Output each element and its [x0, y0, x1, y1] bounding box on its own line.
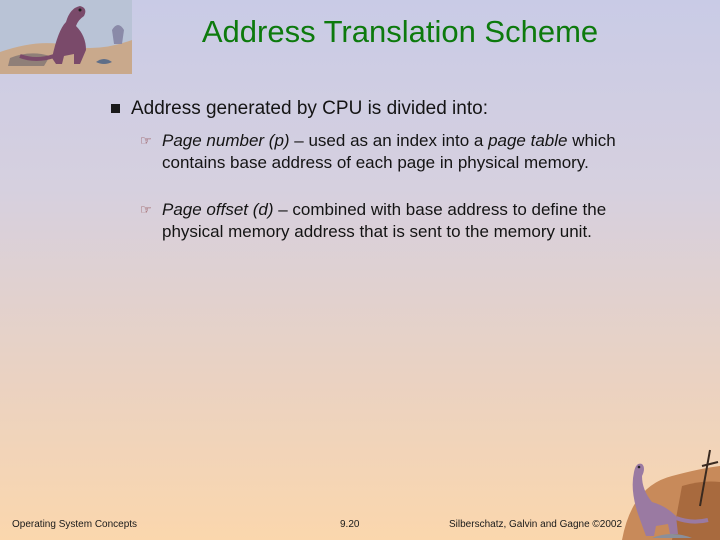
slide-title: Address Translation Scheme [201, 14, 599, 49]
dinosaur-illustration-top [0, 0, 132, 74]
sub-bullet-line: Page offset (d) – combined with base add… [162, 199, 606, 221]
main-bullet-text: Address generated by CPU is divided into… [131, 98, 488, 119]
pointing-hand-icon: ☞ [140, 133, 152, 148]
sub-bullet-line-2: physical memory address that is sent to … [162, 222, 592, 241]
term-page-table: page table [488, 131, 568, 150]
pointing-hand-icon: ☞ [140, 202, 152, 217]
sub-bullet-line-2: contains base address of each page in ph… [162, 153, 589, 172]
dinosaur-illustration-bottom [622, 449, 720, 540]
footer-copyright: Silberschatz, Galvin and Gagne ©2002 [449, 519, 623, 530]
term-page-offset: Page offset (d) [162, 200, 274, 219]
sub-bullet-line: Page number (p) – used as an index into … [162, 130, 616, 152]
term-page-number: Page number (p) [162, 131, 290, 150]
footer-course: Operating System Concepts [12, 519, 138, 530]
sub-bullet-rest: which [567, 131, 616, 150]
sub-bullet-rest: – combined with base address to define t… [273, 200, 607, 219]
term-separator: – used as an index into a [289, 131, 489, 150]
square-bullet-icon [111, 104, 120, 113]
footer-page-number: 9.20 [340, 519, 360, 530]
